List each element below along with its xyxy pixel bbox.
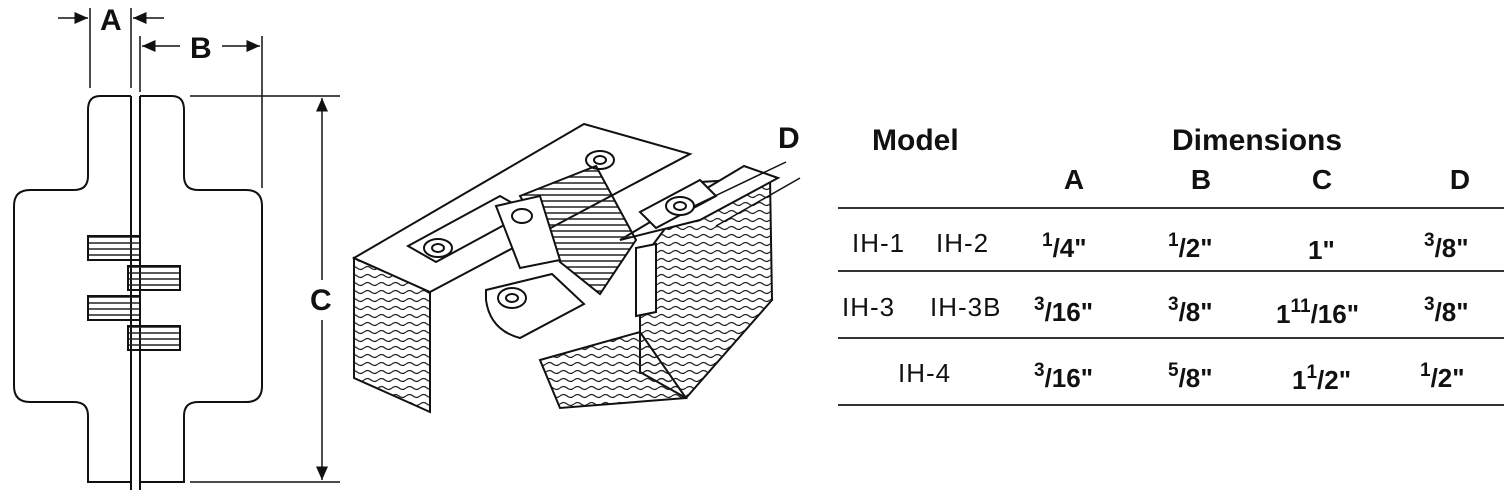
table-rule (838, 270, 1504, 272)
column-header-c: C (1311, 164, 1333, 195)
model-name: IH-3B (930, 292, 1002, 322)
dimension-d-value: 1/2" (1420, 360, 1465, 393)
dimension-c-value: 11/2" (1292, 362, 1352, 395)
dimension-a-value: 3/16" (1034, 294, 1094, 327)
column-header-b: B (1190, 164, 1212, 195)
model-name: IH-2 (936, 228, 990, 258)
dimension-d-value: 3/8" (1424, 230, 1469, 263)
dimension-a-value: 3/16" (1034, 360, 1094, 393)
dimension-label-a: A (100, 4, 122, 37)
table-rule (838, 337, 1504, 339)
hinge-installed-illustration (351, 122, 801, 414)
dimension-c-value: 1" (1308, 235, 1335, 265)
dimension-b-value: 3/8" (1168, 294, 1213, 327)
dimension-b-value: 1/2" (1168, 230, 1213, 263)
model-name: IH-4 (898, 358, 952, 388)
column-header-d: D (1449, 164, 1471, 195)
column-header-a: A (1063, 164, 1085, 195)
dimension-label-d: D (778, 122, 800, 155)
table-rule (838, 207, 1504, 209)
model-header: Model (872, 124, 959, 157)
hinge-elevation (13, 8, 340, 490)
dimension-label-b: B (190, 32, 212, 65)
dimensions-header: Dimensions (1172, 124, 1343, 157)
model-name: IH-3 (842, 292, 896, 322)
dimension-c-value: 111/16" (1276, 296, 1360, 329)
dimension-a-value: 1/4" (1042, 230, 1087, 263)
table-rule (838, 404, 1504, 406)
dimension-b-value: 5/8" (1168, 360, 1213, 393)
model-name: IH-1 (852, 228, 906, 258)
dimension-label-c: C (310, 284, 332, 317)
dimension-d-value: 3/8" (1424, 294, 1469, 327)
